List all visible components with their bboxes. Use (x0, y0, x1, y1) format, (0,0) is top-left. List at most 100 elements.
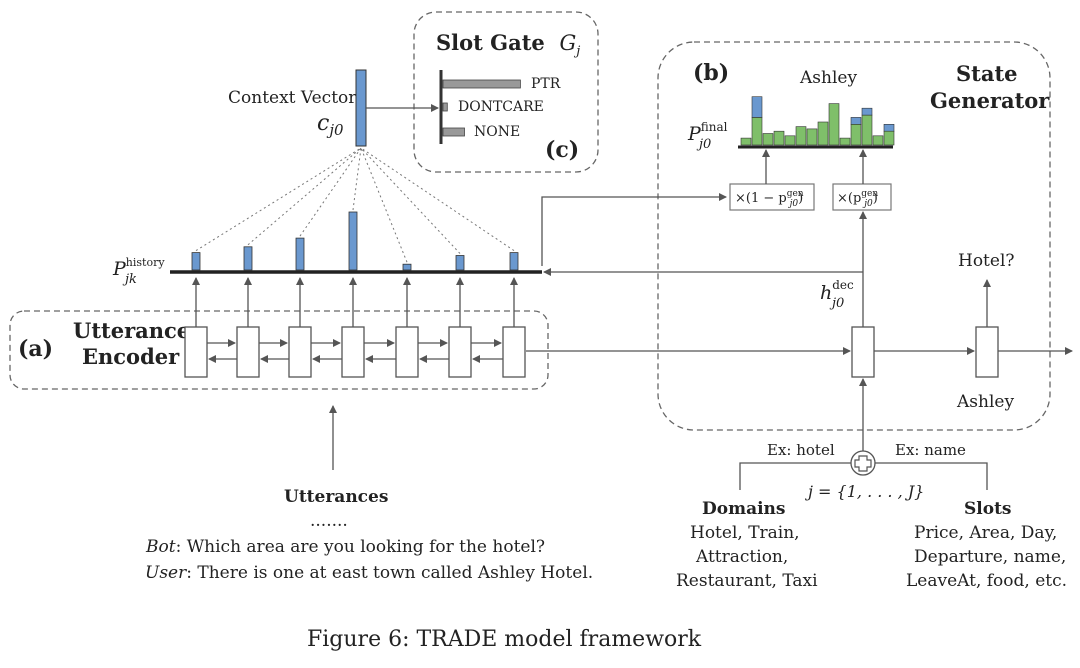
attention-dotted-line (360, 147, 515, 252)
history-attention-bar (243, 246, 253, 271)
domains-branch (739, 462, 851, 490)
utterance-encoder-region (9, 310, 549, 390)
encoder-cell (395, 326, 419, 378)
utterances-ellipsis: ....... (310, 511, 348, 531)
slots-line-3: LeaveAt, food, etc. (906, 571, 1067, 591)
p-history-label: Phistory (112, 256, 165, 280)
history-attention-bar (509, 252, 519, 271)
attention-dotted-line (360, 147, 408, 263)
slot-gate-title: Slot Gate Gj (436, 30, 580, 59)
history-attention-bar (348, 211, 358, 271)
vocab-bar (806, 128, 818, 146)
vocab-bar (850, 124, 862, 146)
slot-gate-sub: j (573, 44, 580, 59)
copy-bar (861, 107, 873, 116)
p-final-label: Pfinal (687, 120, 728, 145)
h-dec-sub: j0 (829, 296, 844, 311)
vocab-bar (773, 130, 785, 146)
context-vector-symbol: cj0 (317, 111, 344, 139)
copy-bar (751, 96, 763, 118)
vocab-bar (795, 126, 807, 146)
j-range: j = {1, . . . , J} (805, 482, 924, 501)
slot-gate-option-label: DONTCARE (458, 99, 544, 115)
vocab-bar (872, 135, 884, 146)
attention-dotted-line (195, 147, 362, 252)
attention-dotted-line (247, 147, 362, 246)
slot-gate-bar (442, 127, 465, 137)
label-c: (c) (545, 137, 579, 163)
ex-name: Ex: name (895, 441, 966, 459)
encoder-cell (341, 326, 365, 378)
ashley-bottom: Ashley (956, 392, 1014, 412)
attention-dotted-line (352, 147, 362, 211)
encoder-cell (502, 326, 526, 378)
slot-gate-region (413, 11, 599, 173)
vocab-bar (817, 121, 829, 146)
plus-icon (854, 455, 872, 472)
state-generator-title-2: Generator (930, 88, 1050, 113)
hotel-question: Hotel? (958, 251, 1015, 271)
slots-line-2: Departure, name, (914, 547, 1066, 567)
context-vector-bar (355, 69, 367, 147)
h-dec-label: hdec (820, 278, 854, 304)
slot-gate-symbol: G (559, 31, 576, 55)
utterance-encoder-title-1: Utterance (73, 318, 190, 343)
attention-dotted-line (360, 147, 461, 254)
domains-line-1: Hotel, Train, (690, 523, 800, 543)
decoder-cell-2 (975, 326, 999, 378)
domains-title: Domains (702, 499, 785, 519)
label-a: (a) (18, 336, 53, 362)
vocab-bar (828, 103, 840, 146)
history-attention-bar (295, 237, 305, 271)
domains-line-3: Restaurant, Taxi (676, 571, 818, 591)
final-distribution-bars (740, 96, 895, 146)
slot-gate-option-label: PTR (531, 76, 561, 92)
user-utterance: User: There is one at east town called A… (145, 563, 593, 583)
copy-bar (883, 124, 895, 132)
ashley-top: Ashley (799, 68, 857, 88)
p-final-sub: j0 (696, 137, 711, 152)
encoder-cell (448, 326, 472, 378)
gate-box-right (832, 183, 892, 211)
utterances-title: Utterances (284, 487, 388, 507)
p-history-sub: jk (122, 272, 137, 287)
slot-gate-bar (442, 79, 521, 89)
attention-dotted-lines (195, 147, 515, 263)
vocab-bar (861, 114, 873, 146)
vocab-bar (784, 135, 796, 146)
vocab-bar (839, 137, 851, 146)
decoder-cell-1 (851, 326, 875, 378)
encoder-cells (184, 277, 526, 378)
state-generator-title-1: State (956, 61, 1018, 86)
encoder-cell (288, 326, 312, 378)
history-attention-bar (191, 252, 201, 271)
context-vector-label: Context Vector (228, 88, 357, 108)
slots-line-1: Price, Area, Day, (914, 523, 1057, 543)
slots-title: Slots (964, 499, 1012, 519)
history-to-gate-arrow (541, 193, 727, 266)
slots-branch (875, 462, 988, 490)
slot-gate-bar (442, 102, 448, 112)
ex-hotel: Ex: hotel (767, 441, 835, 459)
domains-line-2: Attraction, (695, 547, 788, 567)
encoder-cell (236, 326, 260, 378)
label-b: (b) (693, 60, 729, 86)
slot-gate-label: Slot Gate (436, 30, 545, 55)
encoder-cell (184, 326, 208, 378)
vocab-bar (751, 117, 763, 146)
gate-box-left (729, 183, 815, 211)
history-attention-bar (455, 255, 465, 271)
figure-caption: Figure 6: TRADE model framework (307, 627, 702, 652)
state-generator-region (657, 41, 1051, 431)
vocab-bar (762, 133, 774, 146)
utterance-encoder-title-2: Encoder (82, 344, 180, 369)
copy-bar (850, 117, 862, 125)
vocab-bar (883, 130, 895, 146)
history-attention-bar (402, 263, 412, 271)
bot-utterance: Bot: Which area are you looking for the … (145, 537, 545, 557)
